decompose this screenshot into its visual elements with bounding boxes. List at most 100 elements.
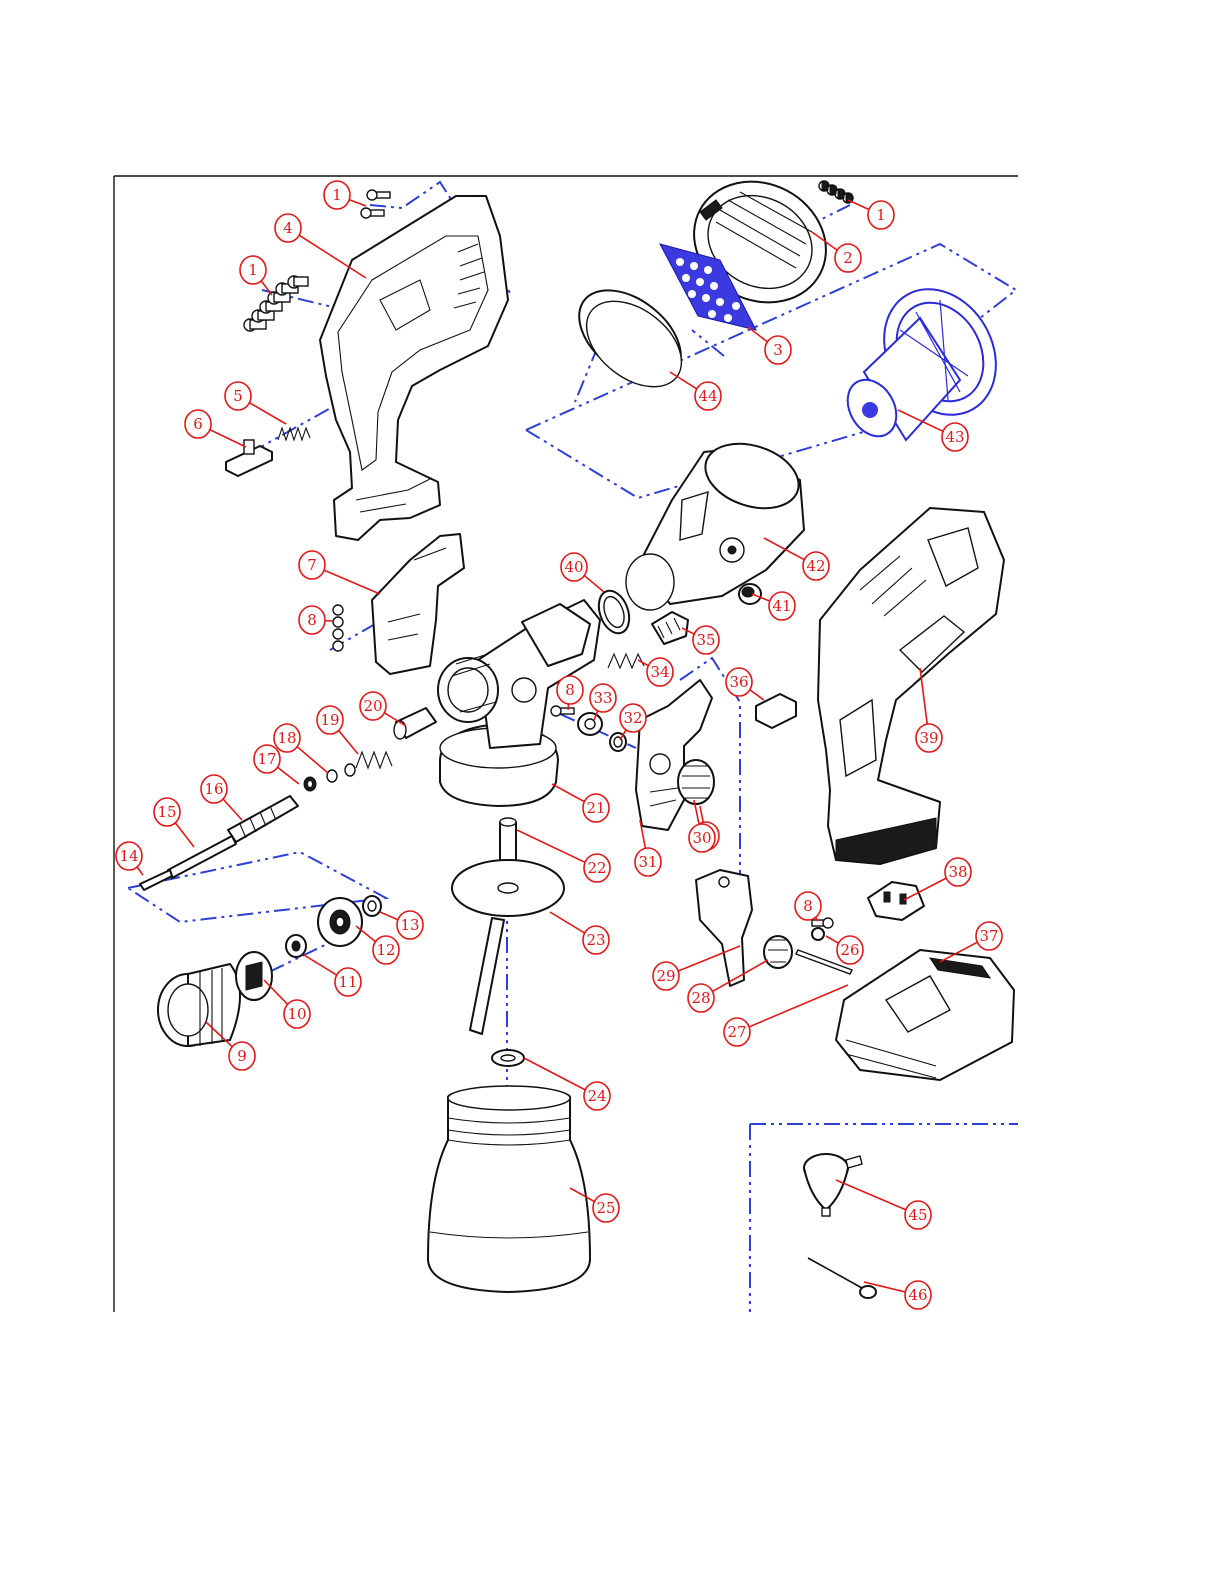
callout-12: 12 [356,926,399,964]
callout-6: 6 [185,410,246,447]
callout-20-left: 20 [360,692,406,726]
callout-21: 21 [552,784,609,822]
callout-number: 22 [587,859,606,877]
callout-10: 10 [264,980,310,1028]
left-housing-part-4 [320,196,508,540]
callout-45: 45 [836,1180,931,1229]
callout-number: 5 [233,387,243,405]
callout-number: 33 [593,689,612,707]
callout-number: 6 [193,415,203,433]
callout-number: 42 [806,557,825,575]
callout-19: 19 [317,706,358,754]
callout-leader-line [550,912,585,933]
tube-part-20 [394,708,436,739]
screws-part-8-left [333,605,343,651]
callout-39: 39 [916,668,942,752]
callout-16: 16 [201,775,242,820]
callout-leader-line [175,822,194,847]
washer-part-24 [492,1050,524,1066]
callout-number: 39 [919,729,938,747]
plate-part-12 [318,898,362,946]
callout-leader-line [748,327,768,342]
washer-part-26 [812,928,824,940]
callout-number: 43 [945,428,964,446]
callout-number: 26 [840,941,859,959]
screw-set-part-1-right [819,181,853,203]
callout-leader-line [349,200,366,206]
callout-number: 28 [691,989,710,1007]
blower-housing-part-42 [626,433,807,610]
callout-leader-line [297,746,328,773]
callout-number: 12 [376,941,395,959]
trigger-part-29 [696,870,752,986]
knob-part-30 [678,760,714,804]
callout-leader-line [836,1180,906,1210]
callout-leader-line [137,866,143,875]
callout-leader-line [249,403,286,424]
callout-leader-line [700,806,703,823]
callout-23: 23 [550,912,609,954]
callout-8-right: 8 [795,892,821,921]
callout-number: 38 [948,863,967,881]
air-cap-part-10 [236,952,272,1000]
container-part-25 [428,1086,590,1292]
valve-part-16 [228,796,298,842]
callout-number: 21 [586,799,605,817]
washer-part-13 [363,896,381,916]
callout-leader-line [552,784,585,802]
callout-number: 1 [332,186,342,204]
callout-leader-line [304,955,337,975]
callout-leader-line [848,200,869,210]
connector-part-38 [868,882,924,920]
washer-part-17 [304,777,316,791]
callout-3: 3 [748,327,791,364]
callout-number: 3 [773,341,783,359]
callout-number: 1 [248,261,258,279]
callout-leader-line [749,985,848,1027]
callout-7: 7 [299,551,380,594]
callout-number: 13 [400,916,419,934]
callout-number: 35 [696,631,715,649]
callout-number: 8 [307,611,317,629]
motor-part-43 [838,269,1018,445]
callout-number: 24 [587,1087,606,1105]
callout-number: 9 [237,1047,247,1065]
nozzle-part-11 [286,935,306,957]
callout-4: 4 [275,214,366,278]
callout-number: 10 [287,1005,306,1023]
callout-number: 20 [363,697,382,715]
callout-41: 41 [752,592,795,620]
bracket-part-7 [372,534,464,674]
callout-5: 5 [225,382,286,424]
callout-number: 11 [338,973,357,991]
callout-number: 16 [204,780,223,798]
callout-number: 25 [596,1199,615,1217]
screw-part-8-right [812,918,833,928]
funnel-part-45 [804,1154,862,1216]
callout-leader-line [324,570,380,594]
gear-part-28 [764,936,792,968]
callout-leader-line [826,936,839,943]
pickup-tube-part-22 [470,818,516,1034]
callout-leader-line [277,767,299,784]
callout-leader-line [584,575,604,592]
callout-leader-line [261,280,272,295]
screw-part-8-center [551,706,574,716]
callout-40: 40 [561,553,604,592]
callout-number: 23 [586,931,605,949]
callout-36: 36 [726,668,764,700]
callout-number: 14 [119,847,138,865]
callout-13: 13 [380,911,423,939]
knob-part-41 [739,584,761,604]
cleaning-wire-part-46 [808,1258,876,1298]
callout-number: 37 [979,927,998,945]
callout-8-left: 8 [299,606,333,634]
callout-number: 32 [623,709,642,727]
callout-number: 34 [650,663,669,681]
nozzle-cap-part-9 [158,964,240,1046]
spring-part-19 [356,752,392,768]
callout-leader-line [524,1058,585,1090]
callout-leader-line [380,912,398,920]
callout-15: 15 [154,798,194,847]
